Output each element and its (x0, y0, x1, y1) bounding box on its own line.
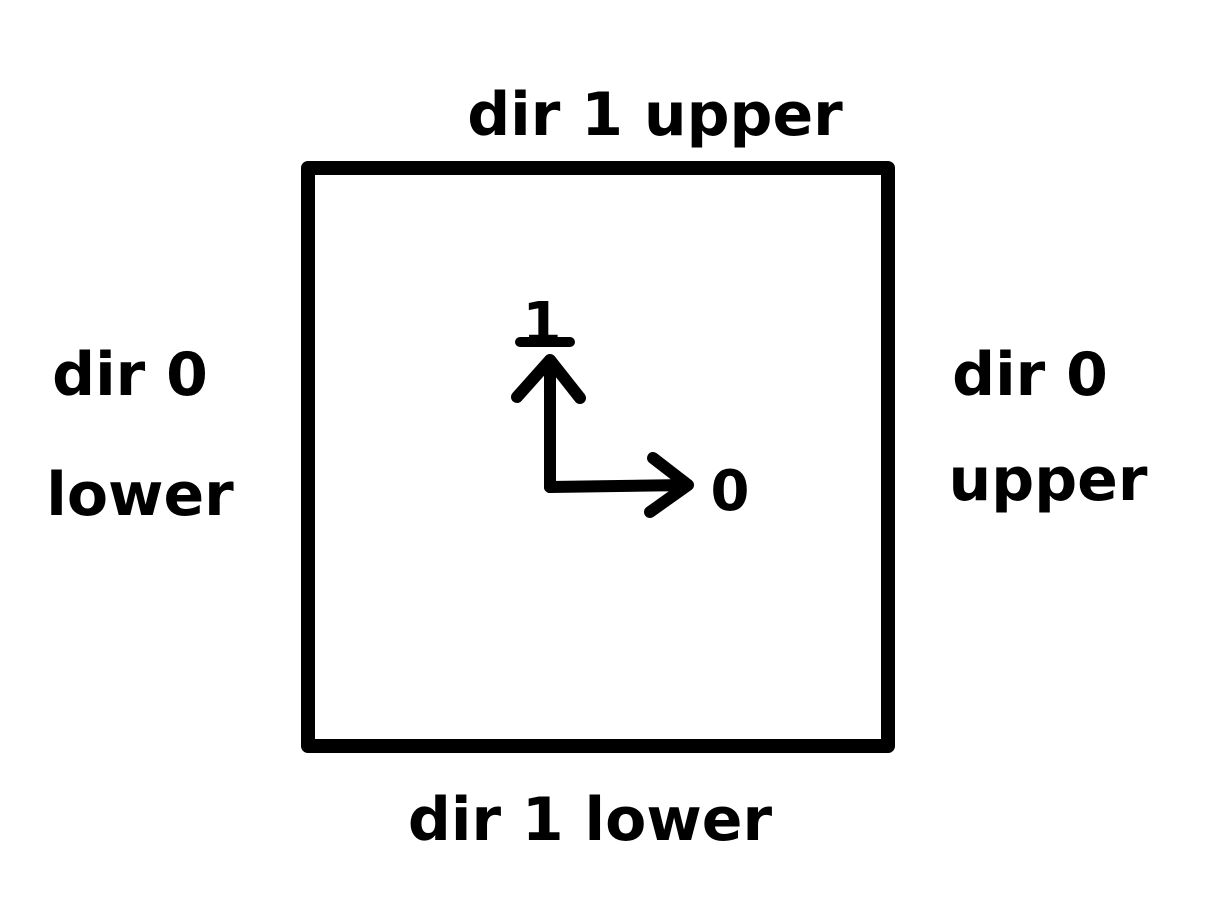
label-dir0-upper-line2: upper (949, 445, 1148, 515)
label-dir0-lower-line2: lower (46, 460, 234, 530)
axis-0-label: 0 (711, 459, 750, 524)
axis-0-arrow (544, 452, 694, 518)
label-dir1-lower: dir 1 lower (408, 785, 773, 855)
label-dir0-upper-line1: dir 0 (952, 340, 1108, 410)
label-dir0-lower-line1: dir 0 (52, 340, 208, 410)
axes-icon (511, 354, 694, 518)
axis-1-arrow (511, 354, 586, 493)
label-dir1-upper: dir 1 upper (467, 80, 843, 150)
domain-square (301, 161, 895, 753)
